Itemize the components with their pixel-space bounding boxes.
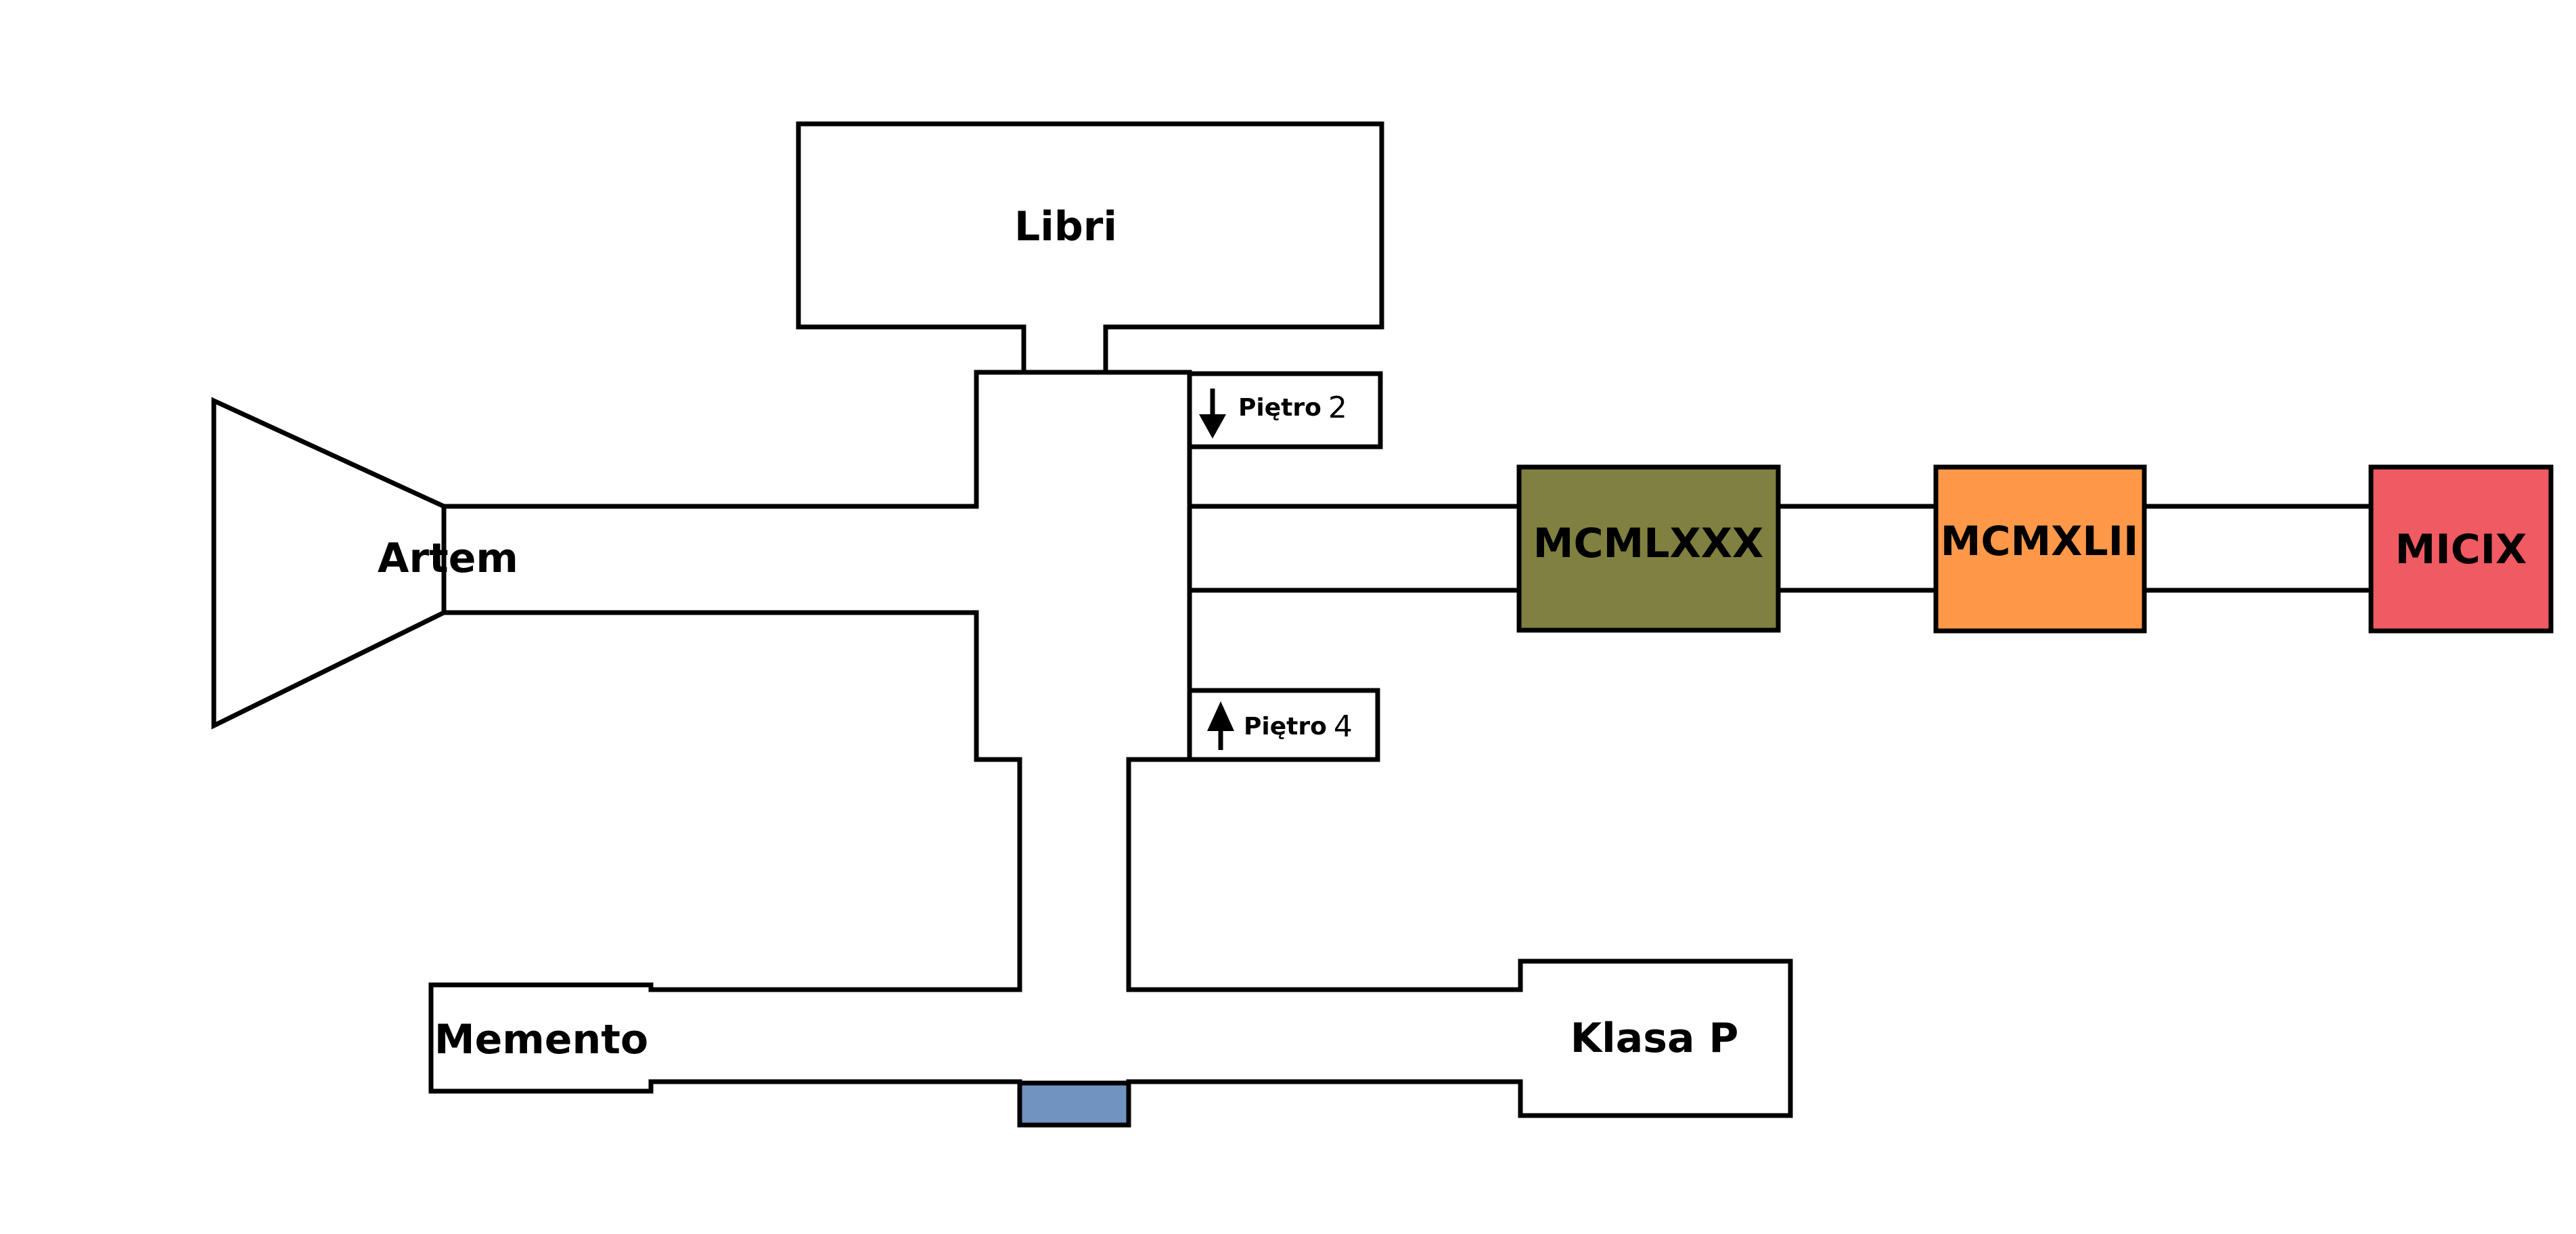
corridor-bottom-left-wall	[428, 982, 1022, 1128]
room-box-micix	[2368, 464, 2554, 634]
room-libri[interactable]: Libri	[441, 121, 1384, 992]
room-mcmlxxx[interactable]: MCMLXXX	[1516, 464, 1781, 633]
room-box-mcmlxxx	[1516, 464, 1781, 633]
room-label-artem: Artem	[378, 535, 518, 582]
room-label-mcmlxxx: MCMLXXX	[1533, 520, 1763, 567]
entrance-marker[interactable]	[1017, 1080, 1131, 1128]
stairs-up-box	[1187, 688, 1380, 762]
artem-outline	[211, 397, 447, 730]
room-klasa-p[interactable]: Klasa P	[1571, 1015, 1739, 1062]
room-label-memento: Memento	[434, 1016, 648, 1063]
room-artem[interactable]: Artem	[211, 397, 518, 730]
arrow-up-icon	[1207, 701, 1234, 750]
room-label-libri: Libri	[1014, 203, 1117, 250]
libri-walls	[441, 324, 1026, 992]
room-box-mcmxlii	[1933, 464, 2147, 634]
room-mcmxlii[interactable]: MCMXLII	[1933, 464, 2147, 634]
room-memento[interactable]: Memento	[434, 1016, 648, 1063]
room-label-mcmxlii: MCMXLII	[1941, 518, 2139, 565]
stairs-down-box	[1187, 371, 1383, 449]
room-label-micix: MICIX	[2395, 526, 2527, 573]
room-label-klasa-p: Klasa P	[1571, 1015, 1739, 1062]
room-micix[interactable]: MICIX	[2368, 464, 2554, 634]
arrow-down-icon	[1199, 389, 1226, 439]
east-corridor	[1187, 504, 2374, 593]
